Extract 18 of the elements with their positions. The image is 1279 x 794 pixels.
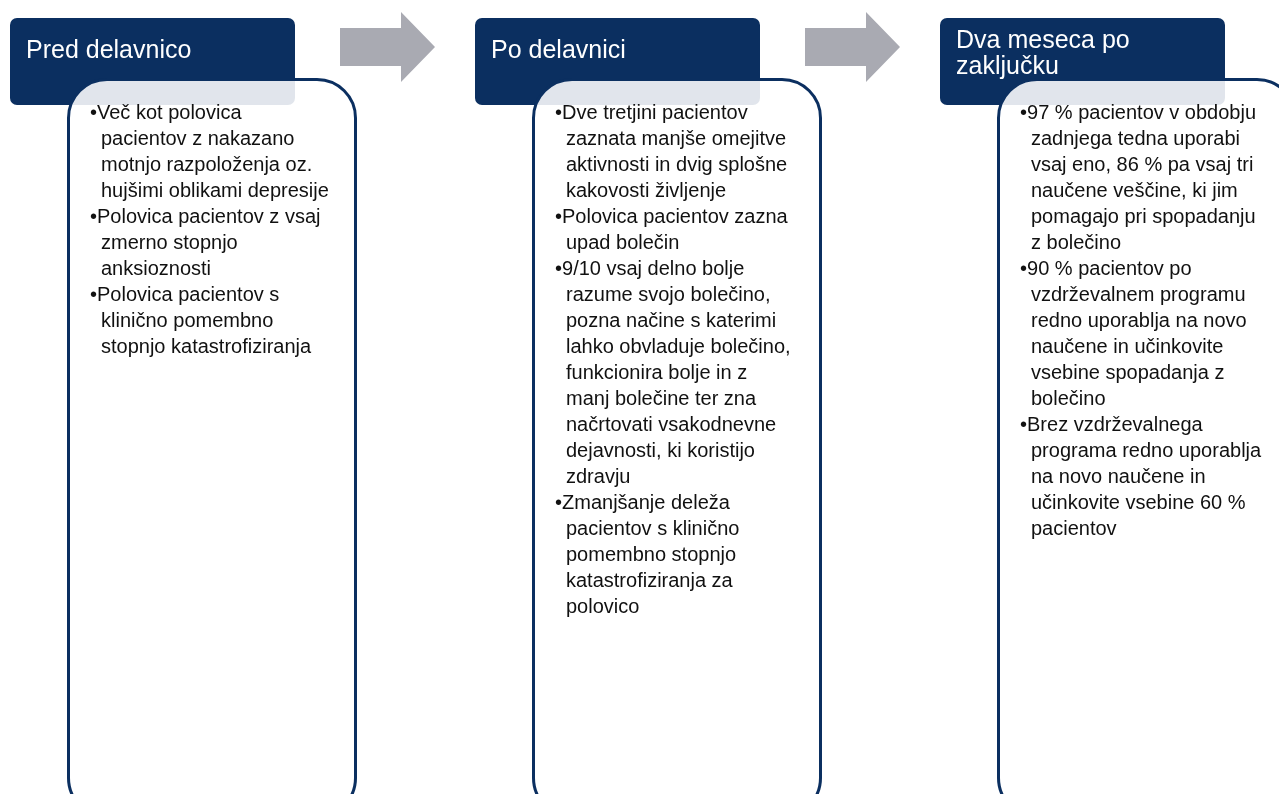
finding-item: •Polovica pacientov zazna upad bolečin — [555, 204, 789, 255]
stage-title: Pred delavnico — [26, 35, 192, 63]
stage-title: Dva meseca po zaključku — [956, 25, 1130, 80]
findings-card — [997, 78, 1279, 794]
block-arrow — [805, 12, 900, 82]
finding-item: •Brez vzdrževalnega programa redno uporablja na novo naučene in učinkovite vsebine 60 % pacientov — [1020, 412, 1263, 541]
findings-card — [67, 78, 357, 794]
finding-item: •Polovica pacientov s klinično pomembno stopnjo katastrofiziranja — [90, 282, 313, 359]
block-arrow — [340, 12, 435, 82]
findings-card — [532, 78, 822, 794]
stage-title: Po delavnici — [491, 35, 626, 63]
finding-item: •9/10 vsaj delno bolje razume svojo bolečino, pozna načine s katerimi lahko obvladuje bolečino, funkcionira bolje in z manj bolečine ter zna načrtovati vsakodnevne dejavnosti, ki koristijo zdravju — [555, 256, 792, 489]
finding-item: •97 % pacientov v obdobju zadnjega tedna uporabi vsaj eno, 86 % pa vsaj tri naučene veščine, ki jim pomagajo pri spopadanju z bolečino — [1020, 100, 1258, 255]
finding-item: •Več kot polovica pacientov z nakazano motnjo razpoloženja oz. hujšimi oblikami depresije — [90, 100, 330, 203]
finding-item: •Zmanjšanje deleža pacientov s klinično pomembno stopnjo katastrofiziranja za polovico — [555, 490, 741, 619]
finding-item: •90 % pacientov po vzdrževalnem programu redno uporablja na novo naučene in učinkovite vsebine spopadanja z bolečino — [1020, 256, 1248, 411]
finding-item: •Polovica pacientov z vsaj zmerno stopnjo anksioznosti — [90, 204, 322, 281]
finding-item: •Dve tretjini pacientov zaznata manjše omejitve aktivnosti in dvig splošne kakovosti življenje — [555, 100, 789, 203]
